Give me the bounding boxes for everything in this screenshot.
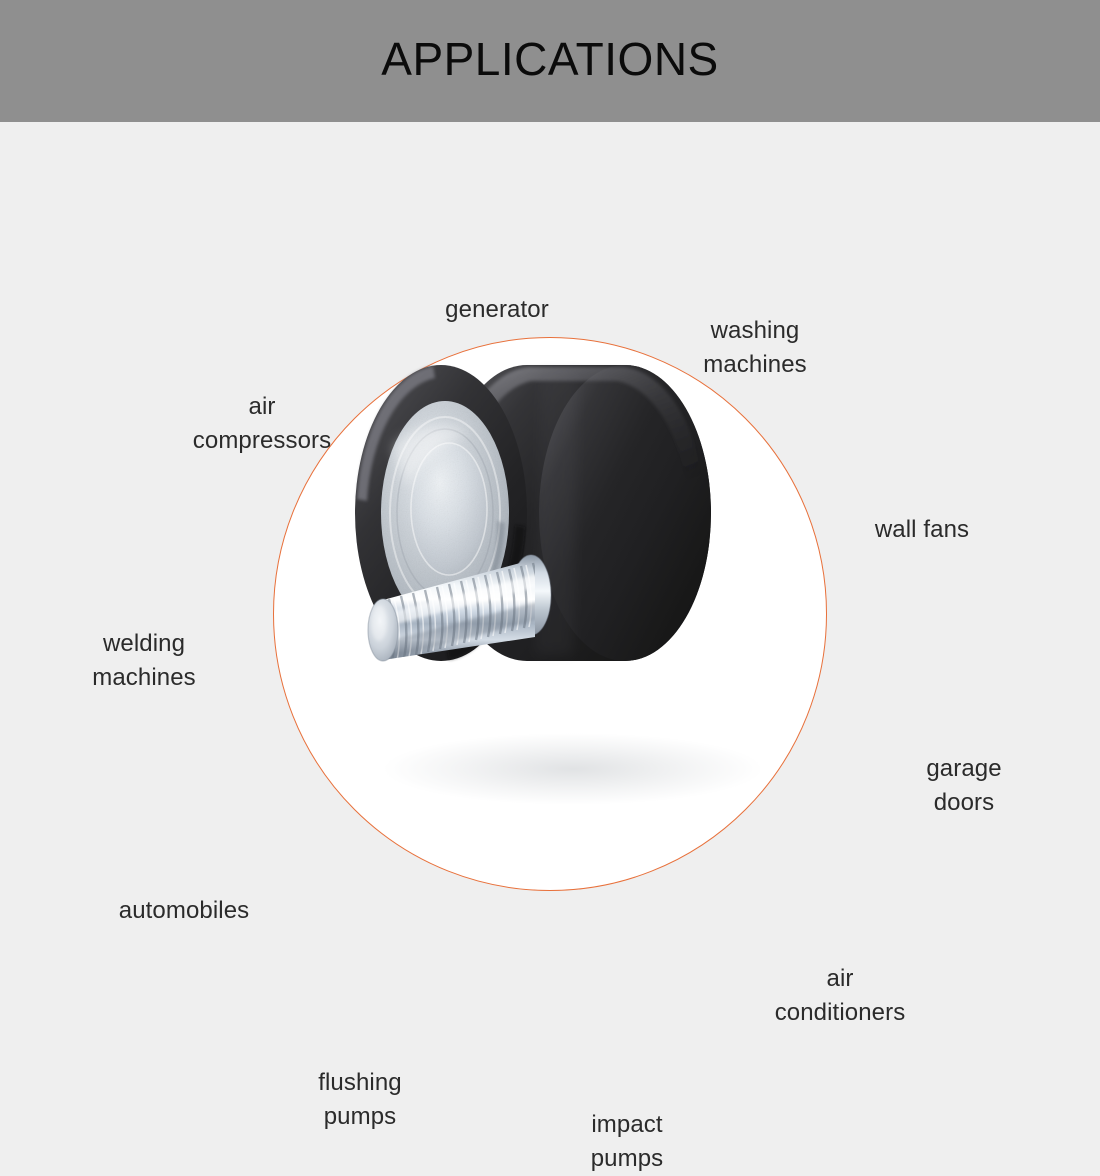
product-illustration-rubber-mount [355, 365, 763, 805]
label-wall-fans: wall fans [874, 515, 970, 543]
threaded-stud [367, 554, 552, 662]
label-automobiles: automobiles [118, 896, 250, 924]
applications-stage: generator washing machines air compresso… [0, 122, 1100, 1172]
page-title: APPLICATIONS [381, 33, 719, 85]
label-washing-machines: washing machines [703, 316, 807, 378]
label-air-conditioners: air conditioners [774, 964, 906, 1026]
label-garage-doors: garage doors [926, 754, 1002, 816]
label-impact-pumps: impact pumps [590, 1110, 664, 1172]
header-band: APPLICATIONS [0, 0, 1100, 122]
label-welding-machines: welding machines [92, 629, 196, 691]
label-generator: generator [445, 295, 549, 323]
product-shadow [383, 733, 763, 805]
label-air-compressors: air compressors [192, 392, 332, 454]
steel-face-plate [381, 401, 509, 625]
label-flushing-pumps: flushing pumps [318, 1068, 402, 1130]
